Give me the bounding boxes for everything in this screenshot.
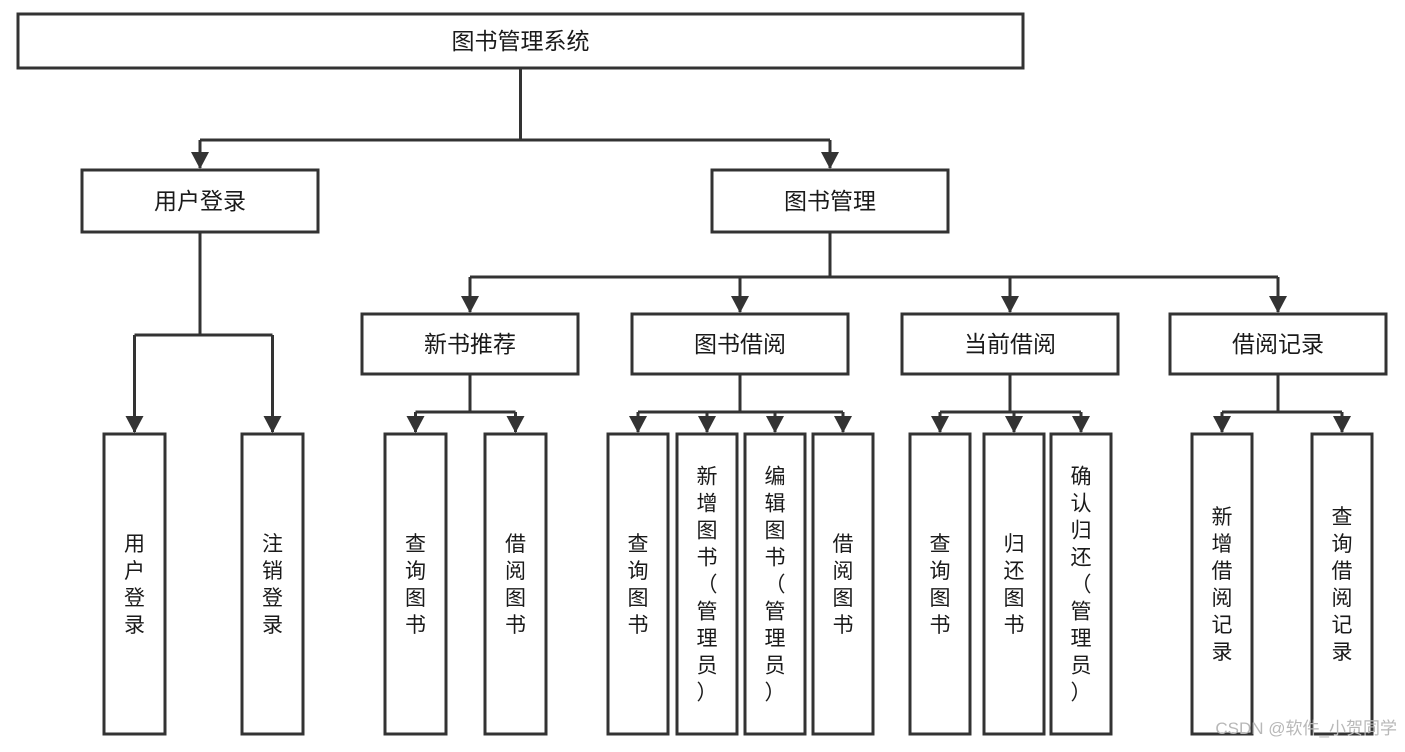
node-leaf-user-login-box[interactable] xyxy=(102,432,167,736)
node-book-manage-label: 图书管理 xyxy=(784,188,876,214)
node-leaf-query-book-borrow-label: 查询图书 xyxy=(628,533,649,637)
node-new-book-rec[interactable]: 新书推荐 xyxy=(360,312,580,376)
node-leaf-add-record-label: 新增借阅记录 xyxy=(1212,506,1233,664)
node-borrow-record-box[interactable] xyxy=(1168,312,1388,376)
node-leaf-query-book-cur-box[interactable] xyxy=(908,432,972,736)
arrow-head-book-manage xyxy=(821,152,839,169)
node-leaf-user-login[interactable]: 用户登录 xyxy=(102,432,167,736)
node-leaf-edit-book-label: 编辑图书（管理员） xyxy=(765,466,786,705)
node-leaf-confirm-return[interactable]: 确认归还（管理员） xyxy=(1049,432,1113,736)
node-leaf-query-book-borrow-box[interactable] xyxy=(606,432,670,736)
node-current-borrow-box[interactable] xyxy=(900,312,1120,376)
node-leaf-add-book-label: 新增图书（管理员） xyxy=(697,466,718,705)
node-leaf-query-book-borrow[interactable]: 查询图书 xyxy=(606,432,670,736)
node-leaf-add-book[interactable]: 新增图书（管理员） xyxy=(675,432,739,736)
arrow-head-current-borrow xyxy=(1001,296,1019,313)
arrow-head-leaf-edit-book xyxy=(766,416,784,433)
node-new-book-rec-box[interactable] xyxy=(360,312,580,376)
node-leaf-query-book-cur[interactable]: 查询图书 xyxy=(908,432,972,736)
node-leaf-confirm-return-label: 确认归还（管理员） xyxy=(1071,466,1092,705)
node-leaf-query-book-rec-box[interactable] xyxy=(383,432,448,736)
arrow-head-leaf-return-book xyxy=(1005,416,1023,433)
node-user-login[interactable]: 用户登录 xyxy=(80,168,320,234)
node-leaf-borrow-book-box[interactable] xyxy=(811,432,875,736)
arrow-head-leaf-query-book-rec xyxy=(406,416,425,433)
node-leaf-edit-book-box[interactable] xyxy=(743,432,807,736)
node-leaf-query-book-rec-label: 查询图书 xyxy=(405,533,426,637)
arrow-head-leaf-add-record xyxy=(1213,416,1231,433)
node-leaf-add-book-box[interactable] xyxy=(675,432,739,736)
node-leaf-edit-book[interactable]: 编辑图书（管理员） xyxy=(743,432,807,736)
node-leaf-query-record-label: 查询借阅记录 xyxy=(1332,506,1353,664)
node-leaf-return-book-box[interactable] xyxy=(982,432,1046,736)
node-new-book-rec-label: 新书推荐 xyxy=(424,331,516,357)
node-leaf-user-login-label: 用户登录 xyxy=(124,533,145,637)
arrow-head-leaf-borrow-book-rec xyxy=(506,416,525,433)
nodes-layer: 图书管理系统用户登录图书管理新书推荐图书借阅当前借阅借阅记录用户登录注销登录查询… xyxy=(16,12,1388,736)
node-leaf-borrow-book-rec-label: 借阅图书 xyxy=(505,533,526,637)
node-leaf-return-book[interactable]: 归还图书 xyxy=(982,432,1046,736)
node-leaf-user-logout-box[interactable] xyxy=(240,432,305,736)
node-leaf-add-record-box[interactable] xyxy=(1190,432,1254,736)
arrow-head-leaf-query-book-borrow xyxy=(629,416,647,433)
node-leaf-add-record[interactable]: 新增借阅记录 xyxy=(1190,432,1254,736)
node-leaf-query-record-box[interactable] xyxy=(1310,432,1374,736)
node-book-borrow[interactable]: 图书借阅 xyxy=(630,312,850,376)
arrow-head-new-book-rec xyxy=(461,296,479,313)
arrow-head-leaf-query-book-cur xyxy=(931,416,949,433)
node-leaf-borrow-book-rec-box[interactable] xyxy=(483,432,548,736)
node-root-system-label: 图书管理系统 xyxy=(452,28,590,54)
node-borrow-record-label: 借阅记录 xyxy=(1232,331,1324,357)
arrow-head-leaf-query-record xyxy=(1333,416,1351,433)
connectors-layer xyxy=(125,68,1351,433)
node-book-manage-box[interactable] xyxy=(710,168,950,234)
node-current-borrow-label: 当前借阅 xyxy=(964,331,1056,357)
node-leaf-user-logout[interactable]: 注销登录 xyxy=(240,432,305,736)
node-current-borrow[interactable]: 当前借阅 xyxy=(900,312,1120,376)
node-leaf-query-record[interactable]: 查询借阅记录 xyxy=(1310,432,1374,736)
node-book-manage[interactable]: 图书管理 xyxy=(710,168,950,234)
node-leaf-user-logout-label: 注销登录 xyxy=(262,533,283,637)
arrow-head-book-borrow xyxy=(731,296,749,313)
arrow-head-leaf-add-book xyxy=(698,416,716,433)
node-leaf-borrow-book-label: 借阅图书 xyxy=(833,533,854,637)
node-leaf-borrow-book-rec[interactable]: 借阅图书 xyxy=(483,432,548,736)
node-borrow-record[interactable]: 借阅记录 xyxy=(1168,312,1388,376)
arrow-head-leaf-user-login xyxy=(125,416,144,433)
node-leaf-borrow-book[interactable]: 借阅图书 xyxy=(811,432,875,736)
arrow-head-leaf-borrow-book xyxy=(834,416,852,433)
arrow-head-borrow-record xyxy=(1269,296,1287,313)
node-book-borrow-box[interactable] xyxy=(630,312,850,376)
arrow-head-user-login xyxy=(191,152,209,169)
node-root-system-box[interactable] xyxy=(16,12,1025,70)
node-leaf-query-book-cur-label: 查询图书 xyxy=(930,533,951,637)
node-user-login-label: 用户登录 xyxy=(154,188,246,214)
node-user-login-box[interactable] xyxy=(80,168,320,234)
arrow-head-leaf-user-logout xyxy=(263,416,282,433)
node-leaf-query-book-rec[interactable]: 查询图书 xyxy=(383,432,448,736)
node-leaf-confirm-return-box[interactable] xyxy=(1049,432,1113,736)
node-root-system[interactable]: 图书管理系统 xyxy=(16,12,1025,70)
arrow-head-leaf-confirm-return xyxy=(1072,416,1090,433)
node-book-borrow-label: 图书借阅 xyxy=(694,331,786,357)
node-leaf-return-book-label: 归还图书 xyxy=(1004,533,1025,637)
